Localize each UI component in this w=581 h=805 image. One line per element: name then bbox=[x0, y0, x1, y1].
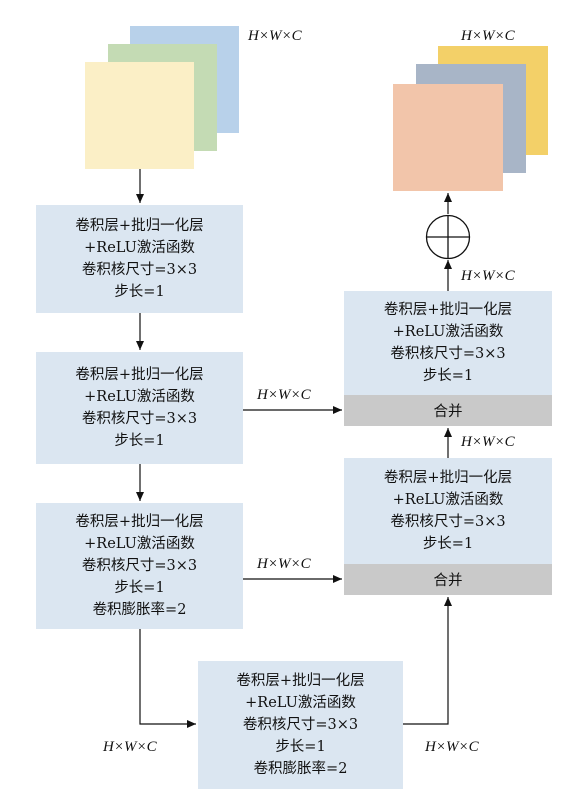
block-line: +ReLU激活函数 bbox=[392, 492, 504, 508]
output-dim-label: H×W×C bbox=[461, 28, 515, 44]
merge-bar-top: 合并 bbox=[344, 395, 552, 426]
conv-block-right-top: 卷积层+批归一化层 +ReLU激活函数 卷积核尺寸=3×3 步长=1 bbox=[344, 291, 552, 395]
block-line: 步长=1 bbox=[114, 580, 165, 596]
block-line: 步长=1 bbox=[275, 739, 326, 755]
block-line: 步长=1 bbox=[114, 284, 165, 300]
arrow-block3-to-block4 bbox=[139, 629, 196, 728]
merge-bar-bottom: 合并 bbox=[344, 564, 552, 595]
block-line: 卷积核尺寸=3×3 bbox=[81, 411, 198, 427]
block-line: 卷积核尺寸=3×3 bbox=[390, 514, 506, 530]
block-line: 步长=1 bbox=[114, 433, 165, 449]
block-line: 步长=1 bbox=[422, 368, 474, 384]
conv-block-4-dilated: 卷积层+批归一化层 +ReLU激活函数 卷积核尺寸=3×3 步长=1 卷积膨胀率… bbox=[198, 661, 403, 789]
block-line: 卷积核尺寸=3×3 bbox=[81, 558, 198, 574]
block-line: 卷积膨胀率=2 bbox=[92, 602, 187, 618]
block-line: 卷积核尺寸=3×3 bbox=[242, 717, 359, 733]
block-line: +ReLU激活函数 bbox=[84, 389, 195, 405]
conv-block-right-bottom: 卷积层+批归一化层 +ReLU激活函数 卷积核尺寸=3×3 步长=1 bbox=[344, 458, 552, 564]
dim-label-right-bottom-to-top: H×W×C bbox=[461, 434, 515, 450]
conv-block-3-dilated: 卷积层+批归一化层 +ReLU激活函数 卷积核尺寸=3×3 步长=1 卷积膨胀率… bbox=[36, 503, 243, 629]
block-line: +ReLU激活函数 bbox=[245, 695, 356, 711]
block-line: 卷积层+批归一化层 bbox=[383, 470, 513, 486]
block-line: 卷积核尺寸=3×3 bbox=[390, 346, 506, 362]
block-line: +ReLU激活函数 bbox=[84, 240, 195, 256]
dim-label-skip-block2: H×W×C bbox=[257, 387, 311, 403]
block-line: 卷积层+批归一化层 bbox=[75, 514, 204, 530]
block-line: 卷积核尺寸=3×3 bbox=[81, 262, 198, 278]
conv-block-1: 卷积层+批归一化层 +ReLU激活函数 卷积核尺寸=3×3 步长=1 bbox=[36, 205, 243, 313]
block-line: 卷积层+批归一化层 bbox=[75, 218, 204, 234]
block-line: 卷积层+批归一化层 bbox=[75, 367, 204, 383]
dim-label-skip-block3: H×W×C bbox=[257, 556, 311, 572]
block-line: 步长=1 bbox=[422, 536, 474, 552]
dim-label-sum-output: H×W×C bbox=[461, 268, 515, 284]
output-sheet-front bbox=[393, 84, 503, 191]
input-sheet-front bbox=[85, 62, 194, 169]
block-line: 卷积层+批归一化层 bbox=[236, 673, 365, 689]
conv-block-2: 卷积层+批归一化层 +ReLU激活函数 卷积核尺寸=3×3 步长=1 bbox=[36, 352, 243, 464]
arrow-block4-to-merge-bottom bbox=[403, 597, 452, 725]
dim-label-block4-to-right: H×W×C bbox=[425, 739, 479, 755]
block-line: 卷积膨胀率=2 bbox=[253, 761, 348, 777]
input-dim-label: H×W×C bbox=[248, 28, 302, 44]
block-line: 卷积层+批归一化层 bbox=[383, 302, 513, 318]
dim-label-block3-to-block4: H×W×C bbox=[103, 739, 157, 755]
block-line: +ReLU激活函数 bbox=[84, 536, 195, 552]
block-line: +ReLU激活函数 bbox=[392, 324, 504, 340]
